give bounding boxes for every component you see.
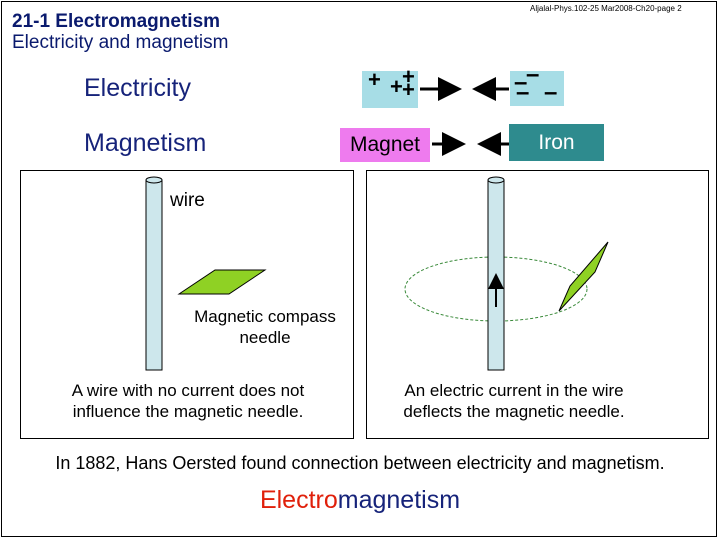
electro-text: Electro [260,486,338,514]
right-caption: An electric current in the wire deflects… [378,380,650,422]
magnetism-text: magnetism [338,486,460,514]
left-caption: A wire with no current does not influenc… [40,380,336,422]
wire-icon [405,177,587,370]
compass-needle-label: Magnetic compass needle [192,306,338,348]
wire-icon [146,177,162,370]
oersted-statement: In 1882, Hans Oersted found connection b… [0,453,720,474]
electromagnetism-heading: Electromagnetism [0,486,720,515]
compass-needle-icon [559,242,608,311]
compass-needle-icon [179,270,265,294]
wire-label: wire [170,190,205,212]
